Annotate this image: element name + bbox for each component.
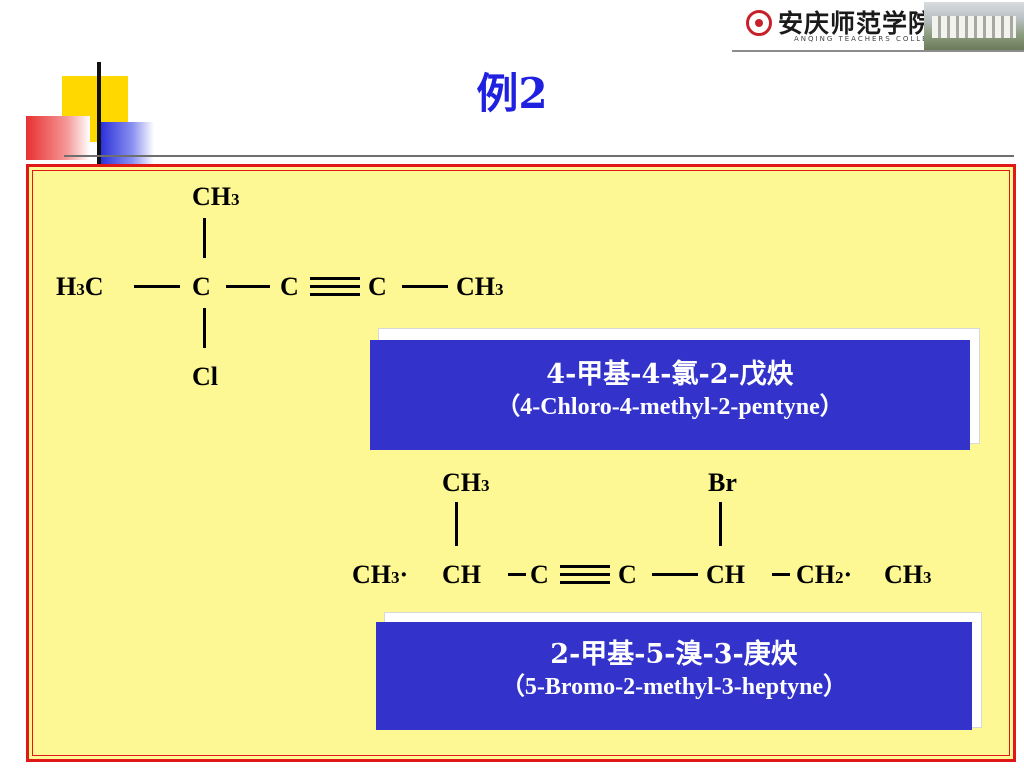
ex2-top-bromo: Br [708, 468, 737, 497]
ex2-group-5: CH [706, 560, 745, 589]
ex1-triple-bond [310, 277, 360, 299]
ex1-left-methyl: H3C [56, 272, 104, 301]
ex1-carbon-4: C [192, 272, 211, 301]
decor-blue-square [100, 122, 154, 170]
ex2-group-2: CH [442, 560, 481, 589]
ex1-bond-vertical-top [203, 218, 206, 258]
ex2-name-chinese: 2-甲基-5-溴-3-庚炔 [550, 639, 798, 670]
ex1-bond-c-ch3 [402, 285, 448, 288]
ex1-carbon-3: C [280, 272, 299, 301]
ex2-bond-ch-c [508, 573, 526, 576]
ex1-bond-h3c-c [134, 285, 180, 288]
ex2-top-methyl: CH3 [442, 468, 490, 497]
decor-red-square [26, 116, 90, 160]
header-divider [732, 50, 1024, 52]
ex1-name-chinese: 4-甲基-4-氯-2-戊炔 [546, 359, 794, 390]
ex1-bond-vertical-bottom [203, 308, 206, 348]
title-underline [64, 155, 1014, 157]
ex2-bond-vertical-right [719, 502, 722, 546]
ex2-bond-ch-ch2 [772, 573, 790, 576]
ex1-top-methyl: CH3 [192, 182, 240, 211]
college-logo-name: 安庆师范学院 [778, 9, 935, 38]
ex1-carbon-2: C [368, 272, 387, 301]
ex1-bond-c-c [226, 285, 270, 288]
ex1-right-methyl: CH3 [456, 272, 504, 301]
ex2-group-6: CH2· [796, 560, 853, 589]
college-seal-icon [746, 10, 772, 36]
ex2-triple-bond [560, 565, 610, 587]
ex1-chloro: Cl [192, 362, 218, 391]
ex2-name-box: 2-甲基-5-溴-3-庚炔 （5-Bromo-2-methyl-3-heptyn… [376, 622, 972, 730]
ex2-group-1: CH3· [352, 560, 409, 589]
ex1-name-english: （4-Chloro-4-methyl-2-pentyne） [496, 394, 844, 420]
college-building-image [924, 2, 1024, 50]
decor-vertical-line [97, 62, 101, 170]
ex1-name-box: 4-甲基-4-氯-2-戊炔 （4-Chloro-4-methyl-2-penty… [370, 340, 970, 450]
ex2-carbon-3: C [530, 560, 549, 589]
ex2-bond-vertical-left [455, 502, 458, 546]
ex2-carbon-4: C [618, 560, 637, 589]
slide-title: 例2 [476, 69, 548, 118]
ex2-bond-c-ch [652, 573, 698, 576]
ex2-name-english: （5-Bromo-2-methyl-3-heptyne） [500, 674, 848, 700]
ex2-group-7: CH3 [884, 560, 932, 589]
college-logo-english-name: ANQING TEACHERS COLLEGE [794, 35, 943, 43]
